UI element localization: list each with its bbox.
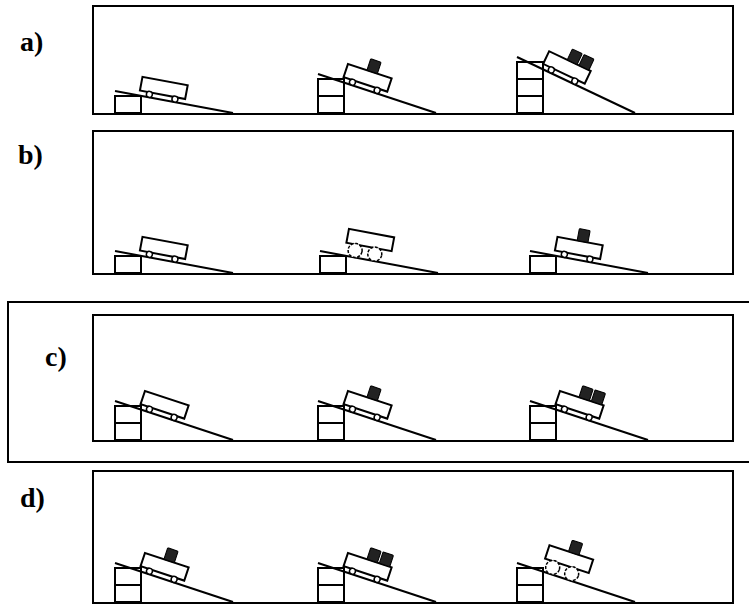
wheel — [544, 559, 562, 577]
support-block — [318, 96, 344, 113]
cart-body — [141, 391, 189, 419]
cart — [342, 379, 395, 423]
support-block — [517, 62, 543, 79]
ramp-setup — [115, 391, 233, 440]
ramp-setup — [318, 541, 436, 602]
mass-block — [367, 59, 381, 74]
support-block — [115, 96, 141, 113]
support-block — [318, 423, 344, 440]
wheel — [561, 251, 568, 258]
wheel — [373, 576, 381, 584]
wheel — [561, 405, 569, 413]
support-block — [530, 423, 556, 440]
ramp-setup — [115, 237, 233, 273]
ramp-setup — [530, 379, 648, 440]
experiment-panel: b) — [92, 130, 734, 275]
wheel — [171, 256, 178, 263]
ramp-setup — [115, 77, 233, 113]
wheel — [146, 91, 153, 98]
mass-block — [591, 390, 605, 405]
experiment-panel: a) — [92, 5, 734, 115]
cart-body — [140, 237, 188, 259]
mass-block — [367, 386, 381, 401]
support-block — [517, 96, 543, 113]
cart — [541, 534, 597, 585]
ramp-setup — [517, 40, 635, 113]
cart — [344, 229, 394, 264]
cart — [342, 541, 395, 585]
wheel — [547, 66, 555, 74]
ramp-setup — [115, 541, 233, 602]
cart — [541, 40, 596, 88]
mass-block — [164, 548, 178, 563]
ramp-setup — [530, 225, 648, 273]
wheel — [170, 414, 178, 422]
cart — [139, 237, 188, 264]
experiment-panel: c) — [92, 314, 734, 442]
wheel — [349, 567, 357, 575]
wheel — [349, 78, 357, 86]
mass-block — [577, 229, 590, 243]
experiment-panel: d) — [92, 470, 734, 604]
cart — [139, 391, 189, 423]
wheel — [146, 251, 153, 258]
wheel — [585, 414, 593, 422]
wheel — [349, 405, 357, 413]
wheel — [146, 567, 154, 575]
mass-block — [579, 386, 593, 401]
support-block — [115, 256, 141, 273]
ramp-setup — [517, 534, 635, 602]
support-block — [318, 585, 344, 602]
mass-block — [579, 55, 594, 71]
wheel — [586, 256, 593, 263]
support-block — [517, 79, 543, 96]
panel-label: c) — [45, 343, 67, 371]
wheel — [571, 77, 579, 85]
wheel — [373, 414, 381, 422]
ramp — [517, 563, 635, 602]
ramp-setup — [318, 52, 436, 113]
cart — [342, 52, 395, 96]
mass-block — [568, 540, 582, 555]
wheel — [146, 405, 154, 413]
cart — [139, 541, 192, 585]
support-block — [115, 423, 141, 440]
mass-block — [367, 548, 381, 563]
wheel — [347, 242, 363, 258]
cart-body — [140, 77, 188, 99]
panel-label: b) — [18, 141, 43, 169]
ramp-setup — [320, 229, 438, 273]
support-block — [115, 585, 141, 602]
wheel — [563, 565, 581, 583]
outer-frame — [8, 302, 749, 462]
panel-label: a) — [20, 28, 43, 56]
support-block — [517, 585, 543, 602]
support-block — [530, 256, 556, 273]
cart — [554, 225, 605, 264]
wheel — [170, 576, 178, 584]
ramp-setup — [318, 379, 436, 440]
cart — [554, 379, 607, 423]
mass-block — [379, 552, 393, 567]
support-block — [320, 256, 346, 273]
cart — [139, 77, 188, 104]
wheel — [171, 96, 178, 103]
wheel — [367, 246, 383, 262]
wheel — [373, 87, 381, 95]
panel-label: d) — [20, 484, 45, 512]
